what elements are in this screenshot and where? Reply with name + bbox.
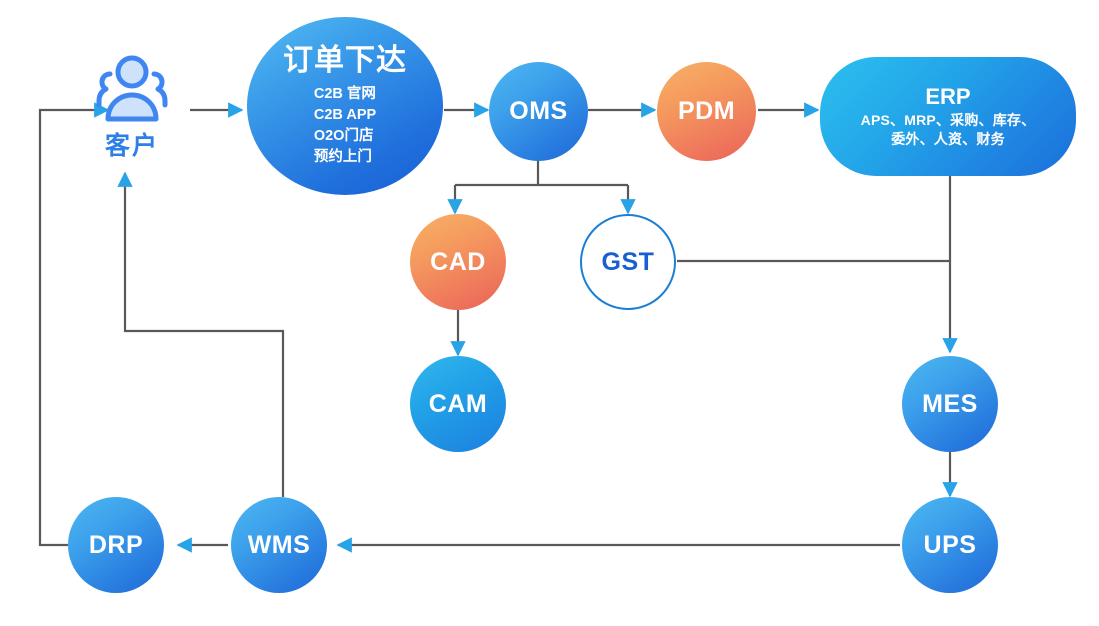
node-ups[interactable]: UPS (902, 497, 998, 593)
node-oms[interactable]: OMS (489, 62, 588, 161)
cad-label: CAD (430, 247, 486, 276)
edge-drp-customer (38, 102, 110, 547)
wms-label: WMS (247, 530, 311, 559)
mes-label: MES (922, 389, 978, 418)
oms-label: OMS (509, 97, 568, 126)
node-cad[interactable]: CAD (410, 214, 506, 310)
node-order-placement[interactable]: 订单下达 C2B 官网 C2B APP O2O门店 预约上门 (247, 17, 443, 195)
node-cam[interactable]: CAM (410, 356, 506, 452)
edge-wms-customer (117, 171, 285, 497)
node-wms[interactable]: WMS (231, 497, 327, 593)
erp-subline: 委外、人资、财务 (891, 131, 1005, 148)
cam-label: CAM (428, 389, 488, 418)
order-sublines: C2B 官网 C2B APP O2O门店 预约上门 (314, 84, 376, 168)
gst-label: GST (601, 247, 655, 276)
users-group-icon (96, 55, 168, 122)
node-gst[interactable]: GST (580, 214, 676, 310)
customer-label: 客户 (104, 132, 159, 160)
order-title: 订单下达 (283, 44, 407, 78)
node-drp[interactable]: DRP (68, 497, 164, 593)
ups-label: UPS (923, 530, 977, 559)
erp-label: ERP (925, 83, 971, 109)
node-customer[interactable]: 客户 (78, 52, 186, 170)
erp-subline: APS、MRP、采购、库存、 (860, 112, 1036, 129)
node-pdm[interactable]: PDM (657, 62, 756, 161)
node-mes[interactable]: MES (902, 356, 998, 452)
order-subline: C2B 官网 (313, 85, 376, 102)
erp-sublines: APS、MRP、采购、库存、 委外、人资、财务 (861, 111, 1036, 149)
node-erp[interactable]: ERP APS、MRP、采购、库存、 委外、人资、财务 (820, 57, 1076, 176)
pdm-label: PDM (677, 97, 736, 126)
drp-label: DRP (88, 530, 144, 559)
order-subline: O2O门店 (313, 127, 374, 144)
order-subline: 预约上门 (313, 148, 372, 165)
order-subline: C2B APP (313, 106, 377, 123)
